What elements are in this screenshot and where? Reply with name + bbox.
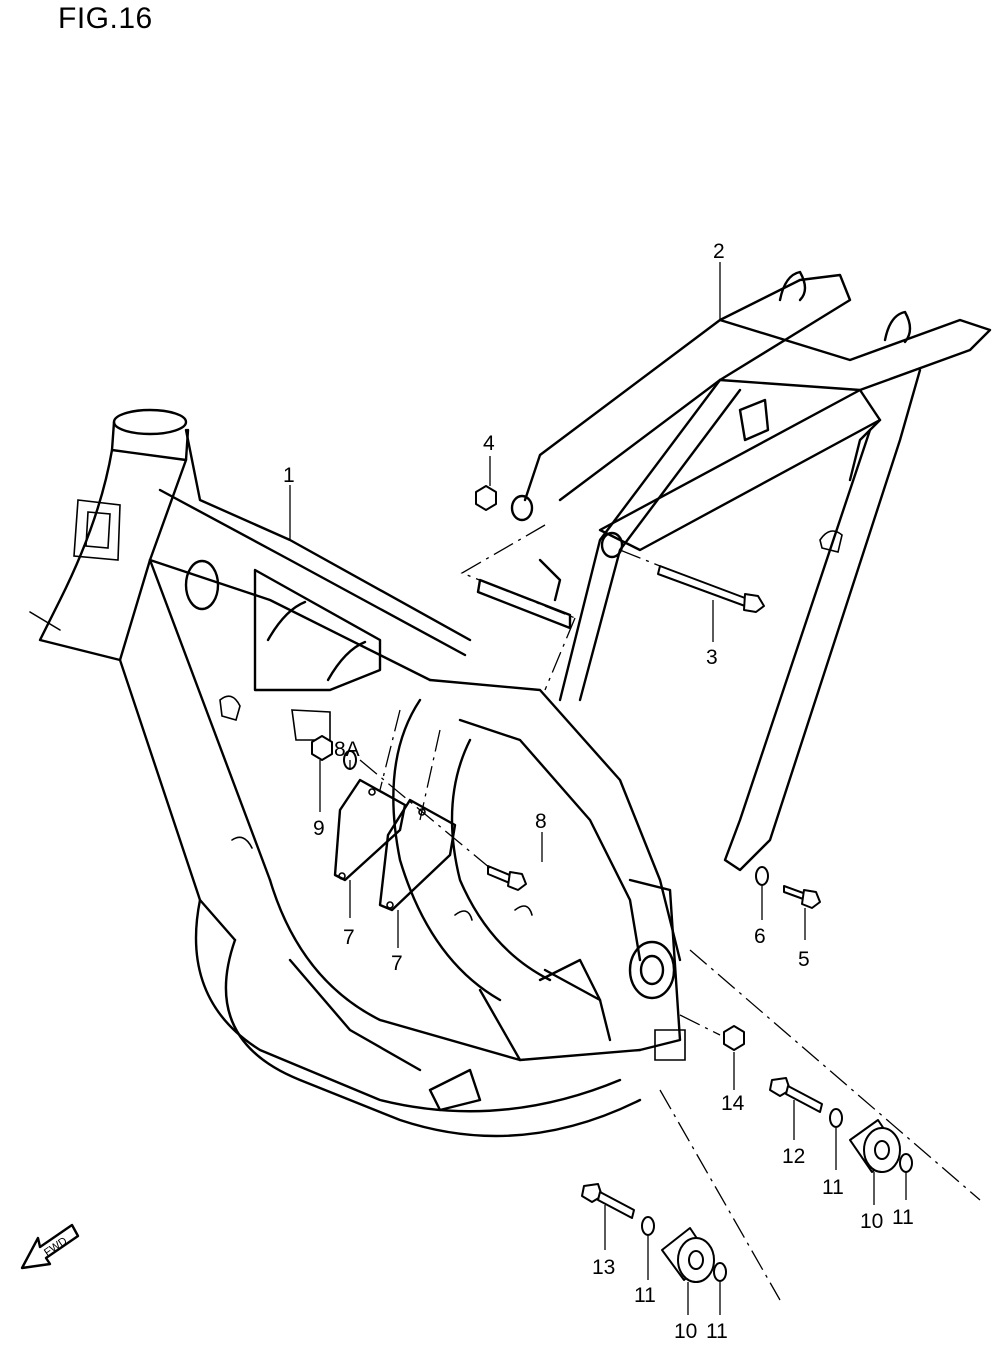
washer-11 (899, 1153, 913, 1173)
bolt-3 (657, 565, 746, 607)
washer-11 (829, 1108, 843, 1128)
fasteners (311, 485, 913, 1283)
callout-3: 3 (706, 646, 718, 669)
main-frame (29, 408, 686, 1138)
callout-11: 11 (822, 1176, 844, 1199)
callout-11: 11 (706, 1320, 728, 1343)
callout-7: 7 (343, 926, 355, 949)
callout-8: 8 (535, 810, 547, 833)
callout-10: 10 (674, 1320, 697, 1343)
fwd-arrow-icon: FWD (20, 1223, 80, 1270)
nut-9 (311, 735, 333, 761)
engine-mount-brackets (333, 778, 457, 912)
callout-13: 13 (592, 1256, 615, 1279)
callout-5: 5 (798, 948, 810, 971)
cross-tube (476, 558, 572, 630)
nut-4 (475, 485, 497, 511)
callout-11: 11 (634, 1284, 656, 1307)
callout-11: 11 (892, 1206, 914, 1229)
callouts: 1 2 3 4 5 6 7 7 8 8A 9 10 10 11 11 11 11… (283, 240, 914, 1343)
callout-1: 1 (283, 464, 295, 487)
callout-10: 10 (860, 1210, 883, 1233)
callout-8a: 8A (334, 738, 360, 761)
assembly-center-lines (359, 524, 981, 1301)
callout-9: 9 (313, 817, 325, 840)
callout-12: 12 (782, 1145, 805, 1168)
washer-11 (641, 1216, 655, 1236)
callout-7: 7 (391, 952, 403, 975)
callout-4: 4 (483, 432, 495, 455)
rear-subframe (510, 270, 992, 872)
callout-6: 6 (754, 925, 766, 948)
bolt-13 (581, 1183, 603, 1203)
leader-lines (289, 262, 907, 1315)
fwd-label: FWD (42, 1235, 70, 1259)
nut-14 (723, 1025, 745, 1051)
callout-2: 2 (713, 240, 725, 263)
figure-title: FIG.16 (58, 2, 153, 35)
washer-6 (755, 866, 769, 886)
washer-11 (713, 1262, 727, 1282)
callout-14: 14 (721, 1092, 745, 1115)
bolt-12 (769, 1077, 791, 1097)
